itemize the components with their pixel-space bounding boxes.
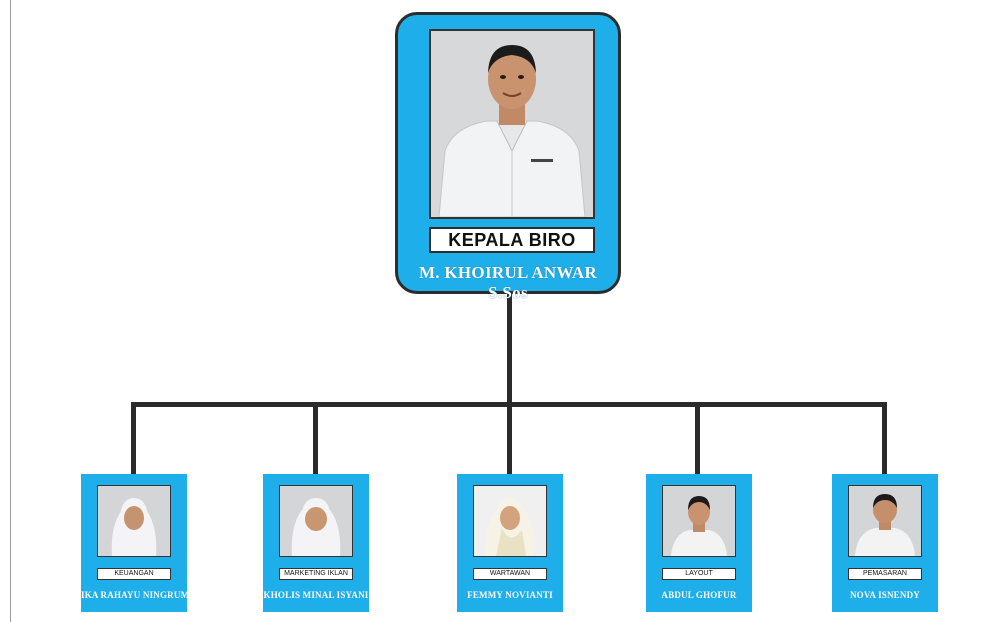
staff-role: MARKETING IKLAN bbox=[279, 568, 353, 580]
staff-card-5: PEMASARAN NOVA ISNENDY bbox=[832, 474, 938, 612]
staff-role: WARTAWAN bbox=[473, 568, 547, 580]
staff-name: ABDUL GHOFUR bbox=[661, 590, 737, 600]
staff-role: LAYOUT bbox=[662, 568, 736, 580]
head-name: M. KHOIRUL ANWAR S.Sos bbox=[418, 263, 598, 302]
page-edge-line bbox=[10, 0, 11, 622]
man-portrait-icon bbox=[663, 486, 735, 556]
staff-name: FEMMY NOVIANTI bbox=[467, 590, 553, 600]
staff-photo bbox=[279, 485, 353, 557]
staff-name: KHOLIS MINAL ISYANI bbox=[263, 590, 369, 600]
staff-name: NOVA ISNENDY bbox=[849, 590, 920, 600]
hijab-portrait-icon bbox=[98, 486, 170, 556]
staff-photo bbox=[848, 485, 922, 557]
connector-staff-2 bbox=[313, 402, 318, 474]
head-portrait-icon bbox=[431, 31, 593, 217]
connector-staff-4 bbox=[695, 402, 700, 474]
staff-photo bbox=[97, 485, 171, 557]
connector-staff-3 bbox=[507, 402, 512, 474]
staff-role: KEUANGAN bbox=[97, 568, 171, 580]
staff-photo bbox=[662, 485, 736, 557]
head-photo bbox=[429, 29, 595, 219]
head-title: KEPALA BIRO bbox=[429, 227, 595, 253]
staff-card-4: LAYOUT ABDUL GHOFUR bbox=[646, 474, 752, 612]
staff-card-3: WARTAWAN FEMMY NOVIANTI bbox=[457, 474, 563, 612]
staff-name: IKA RAHAYU NINGRUM bbox=[81, 590, 190, 600]
connector-staff-5 bbox=[882, 402, 887, 474]
staff-card-1: KEUANGAN IKA RAHAYU NINGRUM bbox=[81, 474, 190, 612]
connector-head-vertical bbox=[507, 294, 512, 404]
head-card: KEPALA BIRO M. KHOIRUL ANWAR S.Sos bbox=[395, 12, 621, 302]
staff-photo bbox=[473, 485, 547, 557]
hijab-portrait-icon bbox=[280, 486, 352, 556]
staff-role: PEMASARAN bbox=[848, 568, 922, 580]
man-portrait-icon bbox=[849, 486, 921, 556]
hijab-portrait-icon bbox=[474, 486, 546, 556]
staff-card-2: MARKETING IKLAN KHOLIS MINAL ISYANI bbox=[263, 474, 369, 612]
connector-staff-1 bbox=[131, 402, 136, 474]
